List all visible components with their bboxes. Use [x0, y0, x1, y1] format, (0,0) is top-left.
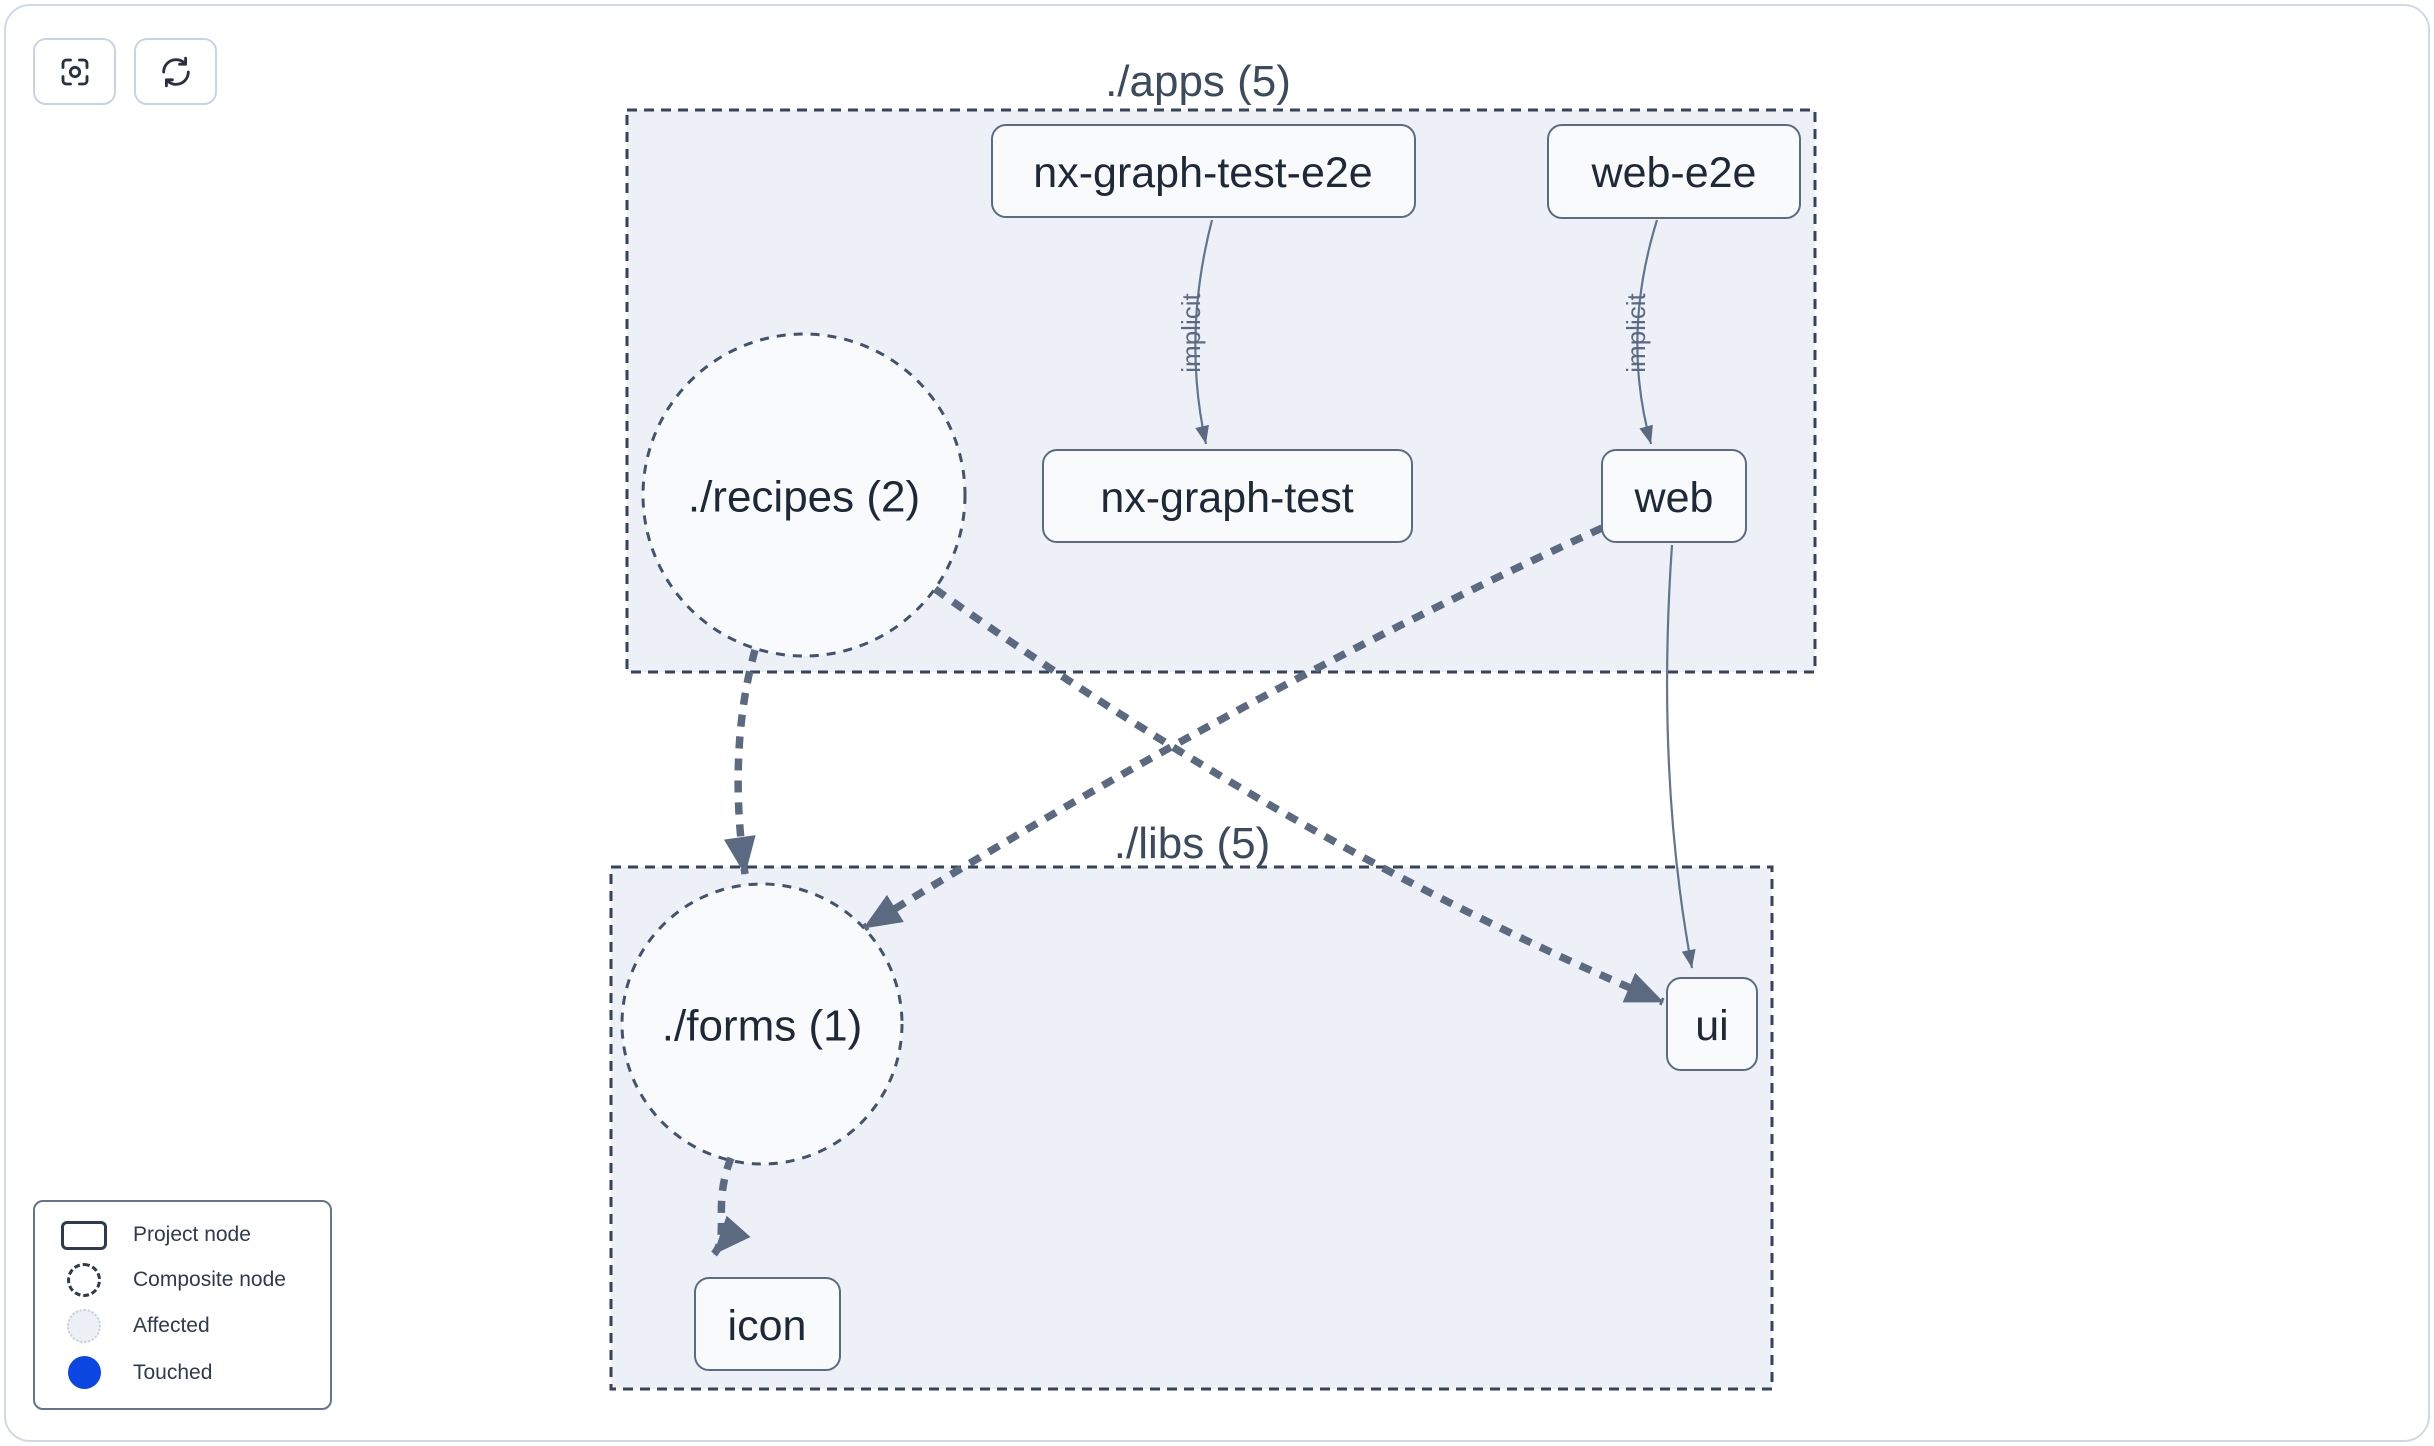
- edge-nx-graph-test-e2e-to-nx-graph-test: [1194, 219, 1214, 445]
- group-libs-label: ./libs (5): [1114, 819, 1270, 868]
- graph-toolbar: [33, 38, 217, 105]
- composite-node-swatch-icon: [67, 1262, 101, 1297]
- legend-item-touched: Touched: [35, 1356, 330, 1390]
- node-ui-label: ui: [1695, 1002, 1728, 1050]
- refresh-button[interactable]: [134, 38, 217, 105]
- edge-web-e2e-to-web: [1636, 219, 1659, 445]
- legend-label-composite-node: Composite node: [133, 1267, 286, 1291]
- composite-node-forms[interactable]: [620, 882, 904, 1166]
- composite-node-forms-label: ./forms (1): [662, 1002, 862, 1051]
- node-icon-label: icon: [728, 1302, 807, 1350]
- edge-label-implicit-2: implicit: [1621, 293, 1651, 373]
- legend: Project node Composite node Affected Tou…: [33, 1200, 332, 1410]
- composite-node-recipes-label: ./recipes (2): [688, 473, 920, 522]
- legend-item-composite-node: Composite node: [35, 1262, 330, 1297]
- composite-node-recipes[interactable]: [641, 332, 967, 658]
- node-web-e2e[interactable]: web-e2e: [1547, 124, 1801, 219]
- node-nx-graph-test-e2e-label: nx-graph-test-e2e: [1033, 149, 1372, 197]
- node-web[interactable]: web: [1601, 449, 1747, 543]
- edge-web-to-ui: [1666, 544, 1696, 969]
- edge-recipes-to-forms: [723, 649, 759, 875]
- affected-swatch-icon: [67, 1309, 101, 1344]
- project-node-swatch-icon: [61, 1220, 107, 1250]
- node-web-e2e-label: web-e2e: [1591, 149, 1757, 197]
- touched-swatch-icon: [67, 1356, 101, 1390]
- legend-label-project-node: Project node: [133, 1223, 251, 1247]
- node-ui[interactable]: ui: [1666, 977, 1758, 1071]
- node-nx-graph-test-label: nx-graph-test: [1100, 474, 1353, 522]
- edge-web-to-forms: [862, 524, 1604, 932]
- crosshair-focus-icon: [61, 58, 88, 85]
- legend-label-affected: Affected: [133, 1314, 210, 1338]
- edge-label-implicit-1: implicit: [1176, 293, 1206, 373]
- group-apps-label: ./apps (5): [1105, 57, 1291, 106]
- node-icon[interactable]: icon: [694, 1277, 841, 1371]
- node-web-label: web: [1634, 474, 1714, 522]
- focus-view-button[interactable]: [33, 38, 116, 105]
- node-nx-graph-test[interactable]: nx-graph-test: [1042, 449, 1413, 543]
- legend-item-project-node: Project node: [35, 1220, 330, 1250]
- edge-forms-to-icon: [710, 1156, 751, 1257]
- legend-item-affected: Affected: [35, 1309, 330, 1344]
- node-nx-graph-test-e2e[interactable]: nx-graph-test-e2e: [991, 124, 1416, 218]
- refresh-icon: [161, 56, 190, 87]
- legend-label-touched: Touched: [133, 1360, 213, 1384]
